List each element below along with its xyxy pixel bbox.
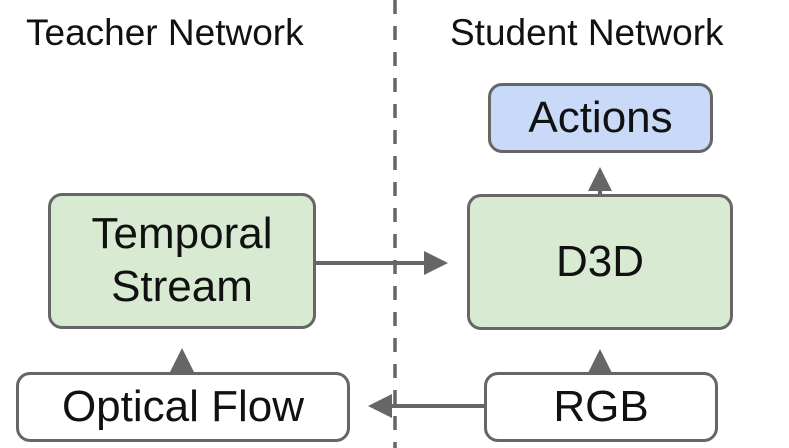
d3d-label: D3D — [555, 236, 645, 286]
temporal-stream-label: Temporal Stream — [92, 208, 273, 314]
actions-box: Actions — [488, 83, 713, 153]
optical-flow-box: Optical Flow — [16, 372, 350, 442]
actions-label: Actions — [528, 92, 673, 142]
rgb-box: RGB — [484, 372, 718, 442]
temporal-stream-box: Temporal Stream — [48, 193, 316, 329]
optical-flow-label: Optical Flow — [61, 381, 305, 431]
student-network-header: Student Network — [450, 12, 724, 53]
d3d-box: D3D — [467, 194, 733, 330]
temporal-stream-line1: Temporal — [91, 209, 273, 259]
teacher-network-header: Teacher Network — [26, 12, 304, 53]
temporal-stream-line2: Stream — [111, 262, 253, 311]
rgb-label: RGB — [553, 381, 649, 431]
